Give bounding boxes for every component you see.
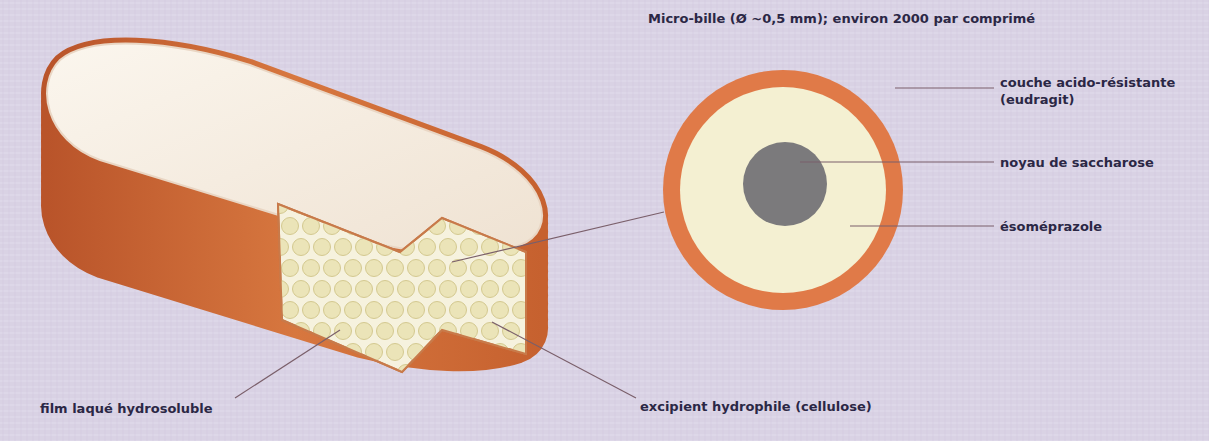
micro-bead: [419, 197, 436, 214]
micro-bead: [314, 365, 331, 382]
micro-bead: [440, 281, 457, 298]
micro-beads: [272, 197, 530, 382]
micro-bead: [282, 260, 299, 277]
micro-bead: [356, 197, 373, 214]
micro-bead: [450, 344, 467, 361]
micro-bead: [366, 218, 383, 235]
micro-bead: [408, 302, 425, 319]
cutaway-edge: [278, 204, 526, 372]
micro-bead: [335, 323, 352, 340]
micro-bead: [377, 323, 394, 340]
micro-bead: [335, 365, 352, 382]
micro-bead: [303, 302, 320, 319]
micro-bead: [429, 260, 446, 277]
micro-bead: [482, 365, 499, 382]
micro-bead: [408, 218, 425, 235]
micro-bead: [419, 239, 436, 256]
micro-bead: [492, 218, 509, 235]
micro-bead: [450, 302, 467, 319]
micro-bead: [293, 365, 310, 382]
micro-bead: [387, 260, 404, 277]
micro-bead: [314, 197, 331, 214]
micro-bead: [345, 302, 362, 319]
micro-bead: [387, 302, 404, 319]
micro-bead: [419, 281, 436, 298]
micro-bead: [387, 344, 404, 361]
micro-bead: [471, 302, 488, 319]
micro-bead: [345, 344, 362, 361]
micro-bead: [293, 239, 310, 256]
micro-bead: [324, 260, 341, 277]
micro-bead: [461, 239, 478, 256]
bead-heading: Micro-bille (Ø ~0,5 mm); environ 2000 pa…: [648, 10, 1203, 27]
micro-bead: [419, 365, 436, 382]
micro-bead: [503, 365, 520, 382]
micro-bead: [461, 281, 478, 298]
micro-bead: [440, 197, 457, 214]
micro-bead: [482, 323, 499, 340]
micro-bead: [440, 365, 457, 382]
micro-bead: [335, 239, 352, 256]
micro-bead: [482, 281, 499, 298]
micro-bead: [324, 302, 341, 319]
esomeprazole-layer: [680, 87, 886, 293]
micro-bead: [440, 239, 457, 256]
part-label: noyau de saccharose: [1000, 154, 1200, 171]
micro-bead: [513, 218, 530, 235]
part-label: ésoméprazole: [1000, 218, 1200, 235]
micro-bead: [429, 344, 446, 361]
micro-bead: [492, 302, 509, 319]
micro-bead: [503, 281, 520, 298]
micro-bead: [461, 197, 478, 214]
micro-bead: [398, 197, 415, 214]
micro-bead: [461, 365, 478, 382]
micro-bead: [503, 323, 520, 340]
micro-bead: [293, 281, 310, 298]
micro-bead: [482, 197, 499, 214]
part-label: film laqué hydrosoluble: [40, 400, 300, 417]
micro-bead: [398, 281, 415, 298]
micro-bead: [408, 260, 425, 277]
micro-bead: [282, 302, 299, 319]
micro-bead: [356, 323, 373, 340]
micro-bead: [419, 323, 436, 340]
micro-bead: [356, 281, 373, 298]
micro-bead: [282, 218, 299, 235]
micro-bead: [356, 365, 373, 382]
micro-bead: [503, 197, 520, 214]
tablet-cutaway: [278, 204, 526, 372]
micro-bead: [471, 260, 488, 277]
sucrose-core: [743, 142, 827, 226]
micro-bead: [335, 281, 352, 298]
micro-bead: [345, 260, 362, 277]
tablet-top: [47, 44, 542, 254]
micro-bead: [314, 239, 331, 256]
micro-bead: [335, 197, 352, 214]
acid-resistant-layer: [663, 70, 903, 310]
leader-lines: [235, 88, 994, 398]
micro-bead: [398, 323, 415, 340]
micro-bead: [303, 260, 320, 277]
micro-bead: [492, 260, 509, 277]
micro-bead: [429, 302, 446, 319]
micro-bead: [272, 323, 289, 340]
part-label: couche acido-résistante (eudragit): [1000, 74, 1195, 108]
micro-bead: [314, 281, 331, 298]
micro-bead: [471, 344, 488, 361]
micro-bead: [377, 281, 394, 298]
micro-bead: [377, 197, 394, 214]
part-label: excipient hydrophile (cellulose): [640, 398, 970, 415]
micro-bead: [387, 218, 404, 235]
micro-bead: [324, 344, 341, 361]
micro-bead: [366, 302, 383, 319]
micro-bead: [366, 260, 383, 277]
tablet-side-layer: [47, 44, 542, 254]
